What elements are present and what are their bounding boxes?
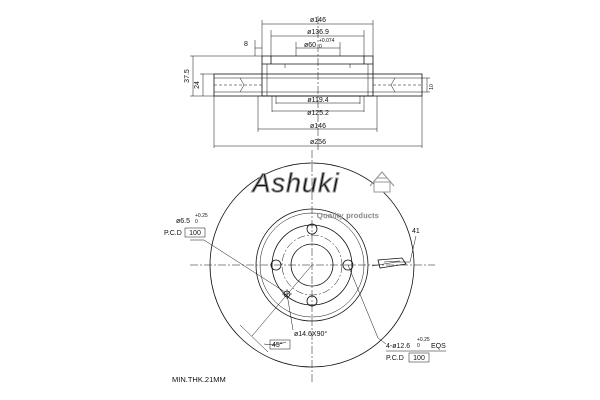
watermark-logo-icon <box>369 171 395 193</box>
dim-outer-diameter: ø256 <box>310 139 326 146</box>
stud-tol-upper: +0.25 <box>417 337 430 343</box>
watermark-tagline: Quality products <box>317 211 379 220</box>
section-view: ø146 ø136.9 ø60 +0.074 0 8 37.5 24 ø119.… <box>184 16 435 152</box>
min-thickness-note: MIN.THK.21MM <box>172 375 226 384</box>
dim-inner-1: ø119.4 <box>307 97 328 104</box>
stud-eqs: EQS <box>431 343 446 350</box>
vent-count: 41 <box>412 228 420 235</box>
stud-hole-bottom <box>306 295 318 307</box>
bolt-hole-tol-lower: 0 <box>195 219 198 225</box>
dim-center-bore-tol-lower: 0 <box>319 44 322 50</box>
dim-center-bore-tol-upper: +0.074 <box>319 38 335 44</box>
stud-hole-left <box>270 259 282 271</box>
dim-disc-thickness: 24 <box>194 81 201 89</box>
angle-callout: 45° <box>272 341 283 349</box>
dim-hat-bottom: ø146 <box>310 123 326 130</box>
dim-hat-depth: 8 <box>244 41 248 48</box>
dim-inner-2: ø125.2 <box>307 110 329 117</box>
dim-center-bore: ø60 <box>304 42 316 49</box>
stud-holes-callout: 4-ø12.6 <box>386 343 410 350</box>
bolt-hole-dia: ø6.5 <box>176 218 190 225</box>
vent-section-detail <box>377 257 407 269</box>
stud-hole-right <box>342 259 354 271</box>
watermark-brand: Ashuki <box>250 168 339 198</box>
stud-tol-lower: 0 <box>417 343 420 349</box>
dim-vent-width: 10 <box>429 84 435 90</box>
bolt-pcd-value: 100 <box>189 230 201 237</box>
stud-pcd-value: 100 <box>413 355 425 362</box>
chamfer-callout: ø14.6X90° <box>294 330 327 338</box>
bolt-pcd-label: P.C.D <box>164 230 182 237</box>
dim-hat-outer: ø146 <box>310 17 326 24</box>
front-view: Ashuki Quality products ø6.5 +0.25 0 P.C… <box>164 150 446 382</box>
dim-total-height: 37.5 <box>184 69 191 83</box>
stud-pcd-label: P.C.D <box>386 355 404 362</box>
bolt-hole-tol-upper: +0.25 <box>195 213 208 219</box>
disc-outer-circle <box>209 162 415 368</box>
dim-hat-inner: ø136.9 <box>307 29 329 36</box>
hat-circle <box>271 224 353 306</box>
center-bore-circle <box>290 243 334 287</box>
friction-ring-inner-circle <box>255 208 369 322</box>
stud-hole-top <box>306 223 318 235</box>
